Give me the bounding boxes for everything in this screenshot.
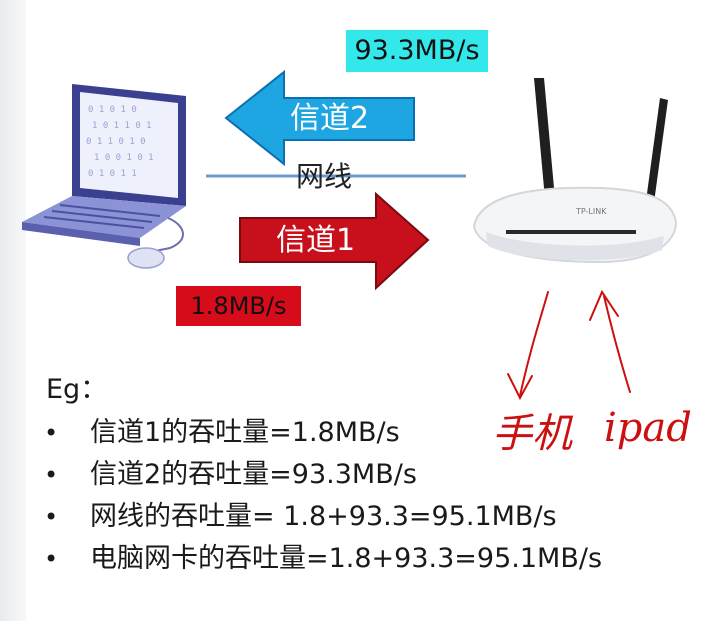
channel2-label: 信道2	[290, 101, 370, 136]
bullet-icon: •	[44, 503, 59, 531]
svg-text:TP-LINK: TP-LINK	[575, 207, 607, 216]
list-item-text: 网线的吞吐量= 1.8+93.3=95.1MB/s	[90, 501, 557, 532]
wifi-router-icon: TP-LINK	[472, 78, 678, 264]
slide-edge	[0, 0, 26, 621]
handwritten-ipad-label: ipad	[604, 405, 692, 451]
list-item-text: 信道1的吞吐量=1.8MB/s	[90, 417, 400, 448]
list-item: • 信道1的吞吐量=1.8MB/s	[42, 412, 602, 454]
svg-text:0 1 0 1 1: 0 1 0 1 1	[88, 169, 137, 179]
list-item-text: 信道2的吞吐量=93.3MB/s	[90, 459, 417, 490]
bullet-icon: •	[44, 419, 59, 447]
example-list: • 信道1的吞吐量=1.8MB/s • 信道2的吞吐量=93.3MB/s • 网…	[42, 412, 602, 580]
cable-label: 网线	[296, 160, 353, 193]
bullet-icon: •	[44, 461, 59, 489]
svg-text:1 0 0 1 0 1: 1 0 0 1 0 1	[94, 153, 154, 163]
list-item-text: 电脑网卡的吞吐量=1.8+93.3=95.1MB/s	[90, 543, 603, 574]
channel1-speed-label: 1.8MB/s	[176, 286, 301, 326]
bullet-icon: •	[44, 545, 59, 573]
laptop-icon: 0 1 0 1 0 1 0 1 1 0 1 0 1 1 0 1 0 1 0 0 …	[22, 84, 186, 269]
svg-text:0 1 0 1 0: 0 1 0 1 0	[88, 105, 137, 115]
svg-text:1 0 1 1 0 1: 1 0 1 1 0 1	[92, 121, 152, 131]
svg-text:0 1 1 0 1 0: 0 1 1 0 1 0	[86, 137, 146, 147]
channel2-speed-label: 93.3MB/s	[346, 30, 488, 72]
list-item: • 信道2的吞吐量=93.3MB/s	[42, 454, 602, 496]
channel2-arrow	[224, 69, 415, 167]
list-item: • 网线的吞吐量= 1.8+93.3=95.1MB/s	[42, 496, 602, 538]
example-title: Eg：	[46, 374, 108, 405]
handwritten-phone-label: 手机	[492, 411, 572, 457]
handwritten-arrows	[507, 289, 631, 401]
channel1-label: 信道1	[276, 223, 356, 258]
list-item: • 电脑网卡的吞吐量=1.8+93.3=95.1MB/s	[42, 538, 602, 580]
channel1-arrow	[239, 191, 430, 291]
